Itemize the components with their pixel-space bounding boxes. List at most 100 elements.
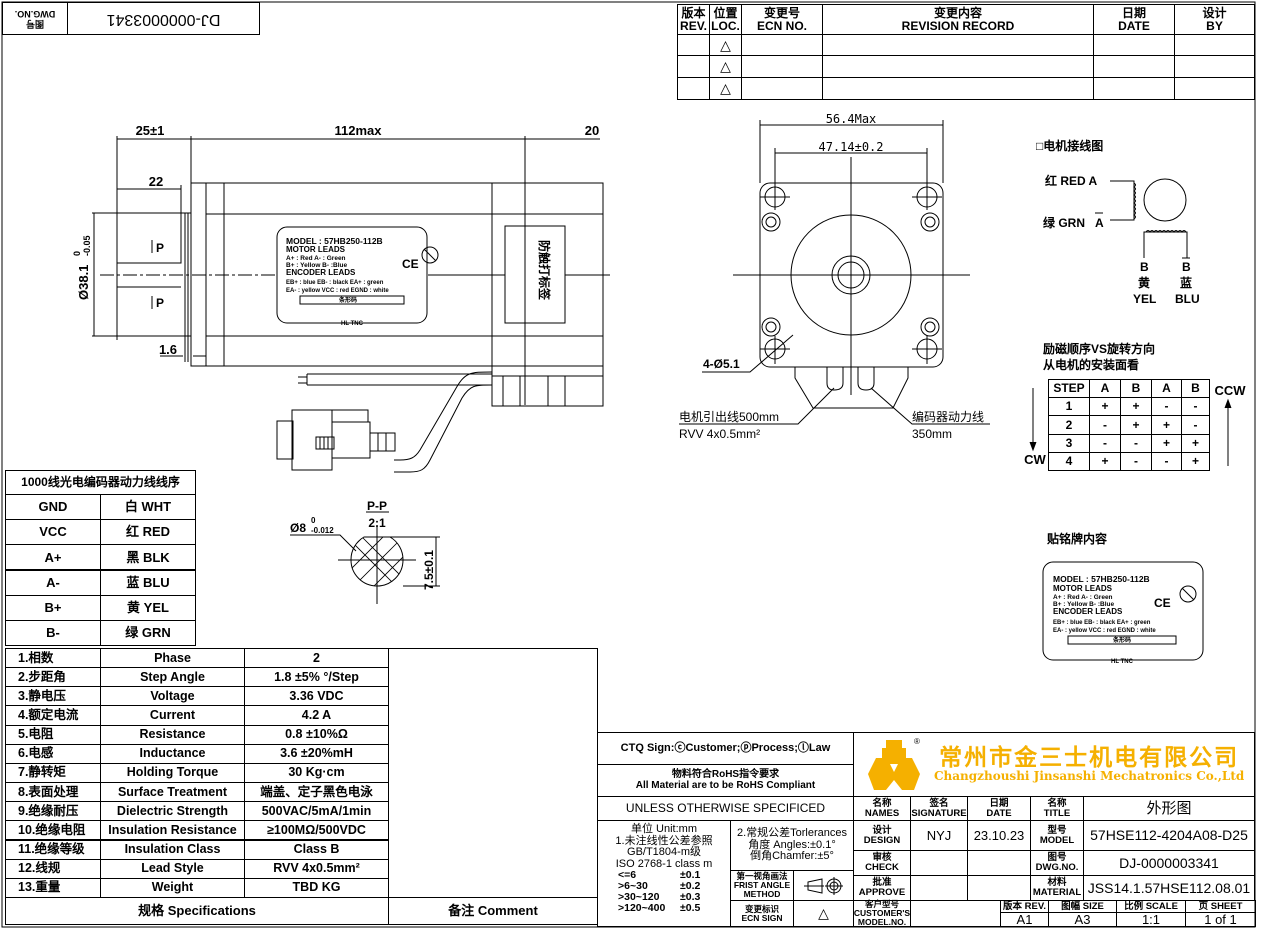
spec-value: 端盖、定子黑色电泳	[244, 782, 389, 803]
tolerance-value: ±0.5	[680, 902, 701, 915]
dwg-stamp-label-en: DWG.NO.	[14, 9, 56, 20]
registered-mark: ®	[914, 737, 920, 746]
wire-b-bar-en: BLU	[1175, 292, 1200, 306]
spec-name: Surface Treatment	[100, 782, 245, 803]
names-header-en: NAMES	[864, 807, 900, 819]
step-polarity: +	[1151, 433, 1182, 453]
designer: NYJ	[910, 820, 968, 851]
step-number: 4	[1048, 451, 1090, 471]
lead-color: 白 WHT	[100, 494, 196, 520]
material-label-en: MATERIAL	[1032, 887, 1082, 898]
wire-a-bar: A	[1095, 216, 1104, 230]
size-value: A3	[1048, 912, 1117, 927]
tolerance-value: ±0.1	[680, 869, 701, 882]
spec-value: 500VAC/5mA/1min	[244, 801, 389, 822]
mounting-holes	[760, 183, 942, 364]
spec-index-cn: 5.电阻	[5, 724, 101, 745]
spec-value: 2	[244, 648, 389, 669]
company-name-en: Changzhoushi Jinsanshi Mechatronics Co.,…	[934, 769, 1245, 784]
spec-name: Phase	[100, 648, 245, 669]
step-polarity: -	[1120, 451, 1152, 471]
nameplate-title: 贴铭牌内容	[1047, 531, 1107, 546]
spec-value: TBD KG	[244, 877, 389, 898]
tolerance-standard-gb: GB/T1804-m级	[627, 846, 701, 859]
wire-a-bar-label: 绿 GRN	[1043, 215, 1085, 230]
dim-diameter: Ø38.1	[76, 265, 91, 300]
lead-signal: GND	[5, 494, 101, 520]
spec-name: Voltage	[100, 686, 245, 707]
dwg-stamp-label-cn: 图号	[26, 18, 45, 29]
tolerance-range: >120~400	[618, 902, 666, 915]
approve-date	[967, 875, 1031, 901]
front-view: 56.4Max 47.14±0.2 4-Ø5.1 电机引出线500mm RVV …	[679, 112, 990, 441]
drawing-title: 外形图	[1083, 796, 1255, 821]
step-polarity: +	[1089, 397, 1121, 417]
nameplate-brand: HL TNC	[341, 321, 364, 327]
chamfer-tolerance: 倒角Chamfer:±5°	[750, 850, 834, 863]
nameplate-enc-line2: EA- : yellow VCC : red EGND : white	[1053, 628, 1156, 634]
check-label-en: CHECK	[865, 862, 899, 873]
nameplate-barcode: 条形码	[338, 296, 357, 304]
revision-cell	[677, 77, 710, 100]
nameplate-encoder-leads: ENCODER LEADS	[286, 268, 356, 277]
spec-index-cn: 9.绝缘耐压	[5, 801, 101, 822]
spec-name: Weight	[100, 877, 245, 898]
revision-header-en: BY	[1206, 18, 1223, 33]
ccw-label: CCW	[1214, 383, 1246, 399]
ecn-sign-mark: △	[793, 900, 854, 927]
tolerance-value: ±0.2	[680, 880, 701, 893]
dwg-no-value: DJ-0000003341	[1083, 850, 1255, 876]
spec-value: RVV 4x0.5mm²	[244, 858, 389, 879]
nameplate-enc-line1: EB+ : blue EB- : black EA+ : green	[1053, 620, 1151, 626]
lead-color: 黄 YEL	[100, 594, 196, 621]
check-date	[967, 850, 1031, 876]
section-dia-lower: -0.012	[311, 526, 334, 535]
customer-model-value	[910, 900, 1001, 927]
ce-mark: CE	[1154, 596, 1171, 610]
spec-index-cn: 11.绝缘等级	[5, 839, 101, 860]
check-label-cn: 审核	[872, 852, 892, 864]
ctq-sign: CTQ Sign:ⓒCustomer;ⓟProcess;ⓛLaw	[597, 732, 854, 765]
ecn-sign-label: 变更标识 ECN SIGN	[730, 900, 794, 927]
tolerance-range: <=6	[618, 869, 637, 882]
tolerance-range: >6~30	[618, 880, 648, 893]
wiring-title: □电机接线图	[1036, 138, 1103, 153]
spec-name: Lead Style	[100, 858, 245, 879]
lead-signal: A+	[5, 544, 101, 571]
spec-name: Inductance	[100, 743, 245, 764]
company-logo: ®	[868, 737, 920, 790]
design-date: 23.10.23	[967, 820, 1031, 851]
motor-lead-spec: RVV 4x0.5mm²	[679, 427, 760, 441]
approve-signature	[910, 875, 968, 901]
step-polarity: -	[1120, 433, 1152, 453]
encoder-lead-length: 350mm	[912, 427, 952, 441]
section-mark-top: P	[156, 241, 164, 255]
dim-body-length: 112max	[335, 123, 383, 138]
nameplate-brand: HL TNC	[1111, 659, 1134, 665]
sheet-value: 1 of 1	[1185, 912, 1256, 927]
step-polarity: -	[1089, 415, 1121, 435]
revision-loc-mark: △	[709, 77, 742, 100]
step-table-title-1: 励磁顺序VS旋转方向	[1043, 341, 1156, 356]
revision-header-en: REV.	[680, 18, 707, 33]
tolerance-range: >30~120	[618, 891, 660, 904]
title-header-en: TITLE	[1043, 807, 1071, 819]
revision-header-cn: 日期	[1121, 5, 1146, 20]
revision-cell	[822, 34, 1094, 56]
wire-b-bar-cn: 蓝	[1180, 275, 1192, 290]
revision-cell	[1174, 55, 1255, 78]
spec-index-cn: 4.额定电流	[5, 705, 101, 726]
revision-cell	[822, 55, 1094, 78]
angle-tolerance: 角度 Angles:±0.1°	[748, 838, 836, 851]
spec-name: Step Angle	[100, 667, 245, 688]
revision-cell	[1174, 77, 1255, 100]
unit-note: 单位 Unit:mm	[631, 823, 697, 835]
step-polarity: -	[1181, 415, 1210, 435]
